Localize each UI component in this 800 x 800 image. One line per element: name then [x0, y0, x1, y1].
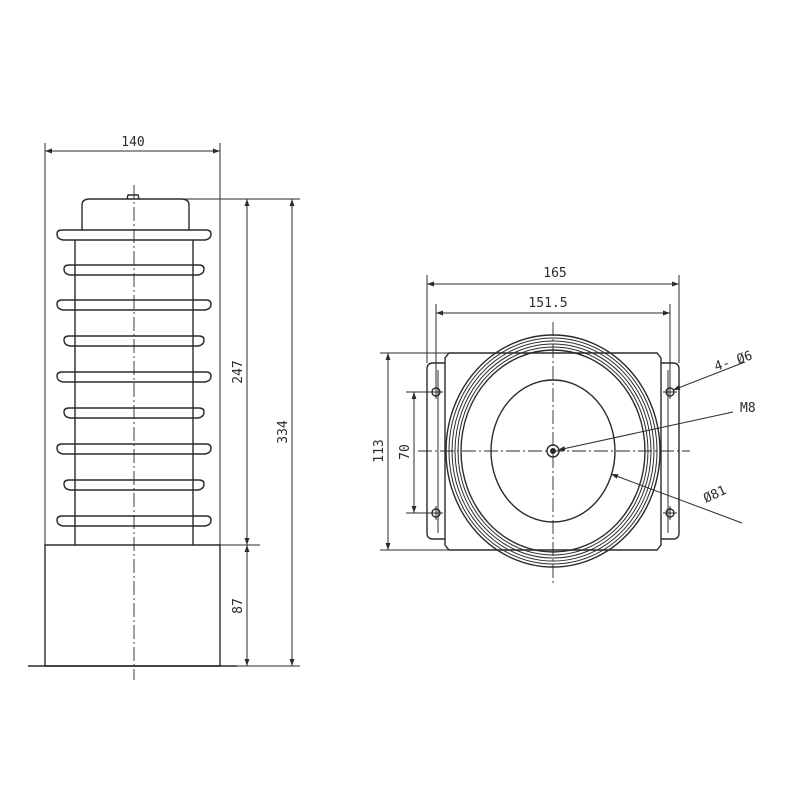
side-view: 140 247 87 334 — [28, 135, 300, 680]
dim-label-247: 247 — [231, 360, 246, 383]
shed-7 — [56, 443, 212, 455]
dim-label-113: 113 — [372, 439, 387, 462]
dim-width-165: 165 — [426, 266, 680, 363]
shed-1 — [56, 229, 212, 241]
top-view: 165 151.5 113 70 4- Ø6 — [372, 266, 756, 585]
dim-hole-spacing-151-5: 151.5 — [435, 296, 671, 385]
shed-9 — [56, 515, 212, 527]
leader-center-thread: M8 — [557, 401, 756, 451]
dim-shed-height-247: 247 — [231, 199, 250, 545]
insulator-sheds — [56, 229, 212, 527]
shed-6 — [63, 407, 205, 419]
dim-label-140: 140 — [121, 135, 144, 150]
shed-8 — [63, 479, 205, 491]
dim-label-151-5: 151.5 — [528, 296, 567, 311]
shed-2 — [63, 264, 205, 276]
insulator-base — [28, 544, 237, 667]
mounting-holes — [429, 385, 677, 520]
dim-label-334: 334 — [276, 420, 291, 444]
shed-5 — [56, 371, 212, 383]
dim-label-165: 165 — [543, 266, 566, 281]
dim-label-87: 87 — [231, 598, 246, 614]
shed-4 — [63, 335, 205, 347]
label-center-thread: M8 — [740, 401, 756, 416]
insulator-body — [74, 194, 194, 545]
dim-base-height-87: 87 — [231, 545, 250, 666]
leader-mount-holes: 4- Ø6 — [672, 348, 755, 391]
dim-label-70: 70 — [398, 444, 413, 460]
label-mount-holes: 4- Ø6 — [713, 348, 755, 374]
shed-3 — [56, 299, 212, 311]
dim-width-140: 140 — [44, 135, 221, 545]
dim-hole-spacing-70: 70 — [398, 391, 432, 514]
dim-overall-height-334: 334 — [276, 199, 295, 666]
label-inner-diameter: Ø81 — [701, 483, 729, 507]
dim-depth-113: 113 — [372, 352, 449, 551]
